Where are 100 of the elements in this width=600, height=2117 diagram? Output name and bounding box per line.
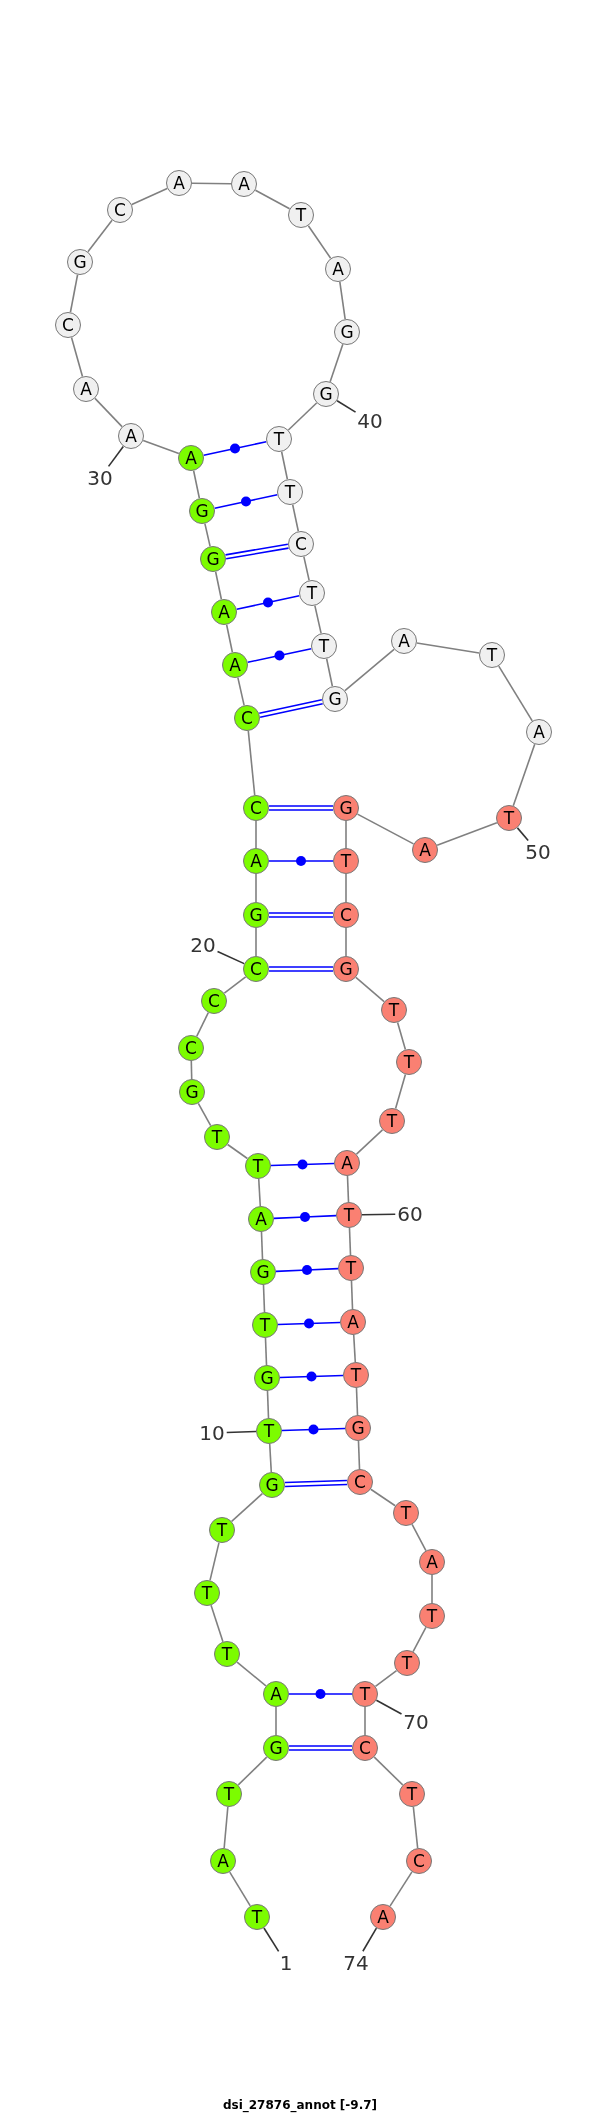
backbone-line	[345, 873, 347, 903]
nucleotide-circle: T	[394, 1650, 420, 1676]
leader-line	[107, 445, 125, 468]
position-number: 50	[525, 842, 551, 862]
nucleotide-circle: T	[194, 1580, 220, 1606]
nucleotide-circle: T	[381, 997, 407, 1023]
backbone-line	[325, 657, 334, 688]
base-pair-bond	[279, 1371, 344, 1382]
nucleotide-circle: A	[370, 1904, 396, 1930]
base-pair-bond	[277, 1318, 341, 1329]
backbone-line	[192, 469, 201, 500]
position-number: 10	[199, 1423, 225, 1443]
backbone-line	[228, 1871, 252, 1907]
position-number: 30	[87, 468, 113, 488]
nucleotide-circle: G	[345, 1415, 371, 1441]
base-pair-bond	[270, 1159, 335, 1170]
nucleotide-circle: G	[250, 1259, 276, 1285]
leader-line	[375, 1699, 403, 1715]
backbone-line	[348, 1227, 352, 1256]
nucleotide-circle: C	[201, 988, 227, 1014]
backbone-line	[255, 873, 257, 903]
backbone-line	[369, 1488, 397, 1507]
nucleotide-circle: T	[216, 1781, 242, 1807]
nucleotide-circle: A	[325, 256, 351, 282]
backbone-line	[280, 450, 289, 481]
nucleotide-circle: T	[266, 426, 292, 452]
nucleotide-circle: C	[352, 1735, 378, 1761]
backbone-line	[268, 1443, 273, 1473]
nucleotide-circle: C	[234, 705, 260, 731]
nucleotide-circle: T	[244, 1904, 270, 1930]
nucleotide-circle: A	[340, 1309, 366, 1335]
backbone-line	[431, 1574, 433, 1604]
backbone-line	[142, 439, 180, 455]
nucleotide-circle: A	[211, 599, 237, 625]
nucleotide-circle: A	[263, 1681, 289, 1707]
backbone-line	[275, 1706, 277, 1736]
backbone-line	[204, 522, 211, 548]
base-pair-bond	[258, 699, 324, 718]
position-number: 60	[397, 1204, 423, 1224]
backbone-line	[329, 343, 344, 383]
backbone-line	[190, 1060, 193, 1080]
backbone-line	[247, 730, 256, 796]
nucleotide-circle: T	[245, 1153, 271, 1179]
backbone-line	[223, 1806, 229, 1849]
backbone-line	[226, 1143, 249, 1160]
backbone-line	[87, 219, 113, 253]
nucleotide-circle: T	[288, 202, 314, 228]
backbone-line	[255, 927, 257, 957]
backbone-line	[394, 1073, 407, 1110]
nucleotide-circle: T	[277, 479, 303, 505]
backbone-line	[346, 1175, 350, 1203]
leader-line	[516, 827, 529, 842]
backbone-line	[512, 743, 536, 807]
backbone-line	[237, 676, 245, 707]
backbone-line	[264, 1337, 268, 1366]
nucleotide-circle: T	[393, 1500, 419, 1526]
nucleotide-circle: A	[334, 1150, 360, 1176]
nucleotide-circle: T	[299, 580, 325, 606]
base-pair-bond	[268, 912, 334, 918]
backbone-line	[345, 927, 347, 957]
leader-line	[362, 1927, 378, 1953]
nucleotide-circle: A	[210, 1848, 236, 1874]
nucleotide-circle: G	[67, 249, 93, 275]
nucleotide-circle: A	[248, 1206, 274, 1232]
backbone-line	[389, 1871, 413, 1907]
nucleotide-circle: C	[55, 312, 81, 338]
base-pair-bond	[268, 805, 334, 811]
nucleotide-circle: A	[118, 423, 144, 449]
backbone-line	[357, 1440, 361, 1470]
base-pair-bond	[273, 1212, 337, 1222]
nucleotide-circle: A	[231, 171, 257, 197]
backbone-line	[352, 1334, 357, 1363]
base-pair-bond	[268, 856, 334, 866]
backbone-line	[230, 1492, 264, 1523]
backbone-line	[255, 820, 257, 849]
backbone-line	[412, 1626, 427, 1653]
backbone-line	[355, 976, 385, 1003]
backbone-line	[373, 1756, 404, 1786]
backbone-line	[436, 821, 498, 847]
nucleotide-circle: G	[200, 546, 226, 572]
backbone-line	[355, 1387, 359, 1416]
position-number: 40	[357, 411, 383, 431]
nucleotide-circle: A	[178, 445, 204, 471]
nucleotide-circle: T	[338, 1255, 364, 1281]
nucleotide-circle: T	[343, 1362, 369, 1388]
nucleotide-circle: T	[479, 642, 505, 668]
backbone-line	[69, 273, 79, 314]
backbone-line	[195, 1011, 210, 1038]
backbone-line	[237, 1756, 268, 1786]
backbone-line	[210, 1604, 224, 1643]
backbone-line	[314, 604, 322, 635]
leader-line	[216, 950, 245, 965]
nucleotide-circle: T	[204, 1124, 230, 1150]
base-pair-bond	[288, 1745, 353, 1751]
backbone-line	[223, 976, 247, 994]
nucleotide-circle: C	[333, 902, 359, 928]
nucleotide-circle: C	[243, 956, 269, 982]
backbone-line	[262, 1284, 266, 1313]
backbone-line	[225, 623, 234, 654]
base-pair-bond	[284, 1479, 348, 1488]
